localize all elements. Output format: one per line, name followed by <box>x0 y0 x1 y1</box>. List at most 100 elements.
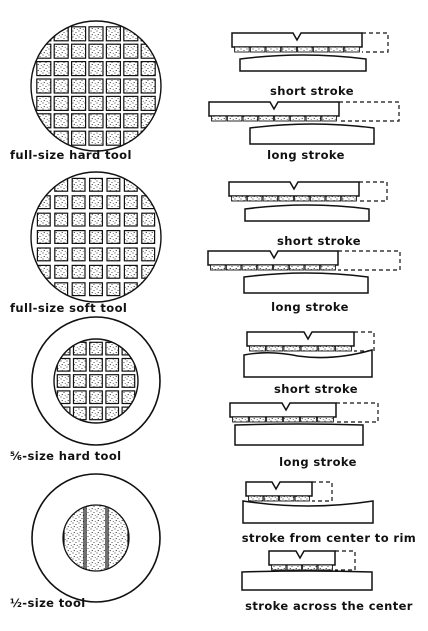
stroke-1a <box>231 32 389 72</box>
tool-tile <box>263 495 279 502</box>
tile-square <box>106 230 121 245</box>
tool-tile <box>242 115 259 122</box>
tile-square <box>106 282 121 297</box>
stroke-4b-tool <box>268 550 336 566</box>
tile-square <box>105 113 122 129</box>
tool-tile <box>312 46 329 53</box>
tile-square <box>71 195 86 210</box>
tool-tile <box>283 345 301 352</box>
tile-square <box>70 43 87 59</box>
tile-square <box>89 341 103 356</box>
tool-tile <box>320 264 336 271</box>
tools-layer <box>30 20 162 603</box>
tile-square <box>70 95 87 112</box>
tool-full-size-hard <box>30 20 162 152</box>
tool-tile <box>297 46 313 53</box>
tile-square <box>141 212 156 227</box>
stroke-2b-overhang <box>338 250 401 271</box>
tile-square <box>88 78 104 94</box>
stroke-2a-mirror <box>244 204 370 222</box>
tile-square <box>72 357 87 372</box>
tool-five-sixths-hard-rim <box>53 338 139 424</box>
tile-square <box>53 60 69 77</box>
tool-tile <box>304 264 321 271</box>
tile-square <box>105 43 122 59</box>
tool-tile <box>341 195 357 202</box>
tile-square <box>53 43 69 59</box>
tool-tile <box>300 345 318 352</box>
tile-square <box>123 247 138 262</box>
tile-square <box>54 212 69 227</box>
tile-square <box>89 374 103 388</box>
stroke-1b-overhang <box>339 101 400 122</box>
tile-square <box>121 374 136 388</box>
tile-square <box>36 130 52 146</box>
tile-square <box>106 195 121 210</box>
tile-square <box>123 264 138 279</box>
tile-square <box>54 264 69 279</box>
tile-square <box>105 374 120 388</box>
stroke-4a-mirror <box>242 500 374 524</box>
tool-tile <box>271 564 287 571</box>
tile-square <box>88 212 103 227</box>
tile-square <box>36 177 51 192</box>
tool-tile <box>249 345 267 352</box>
tool-tile <box>279 495 295 502</box>
tile-square <box>89 357 103 372</box>
tile-square <box>123 78 139 94</box>
tile-square <box>140 95 156 112</box>
tile-square <box>36 78 52 94</box>
tile-strip <box>85 505 107 571</box>
stroke-1b-tool <box>208 101 340 117</box>
tile-square <box>71 230 86 245</box>
tile-square <box>105 95 122 112</box>
stroke-2a-tool <box>228 181 360 197</box>
tool-tile <box>288 264 305 271</box>
tile-square <box>123 60 139 77</box>
tool-tile <box>246 195 263 202</box>
tile-square <box>36 60 52 77</box>
tool-full-size-soft-rim <box>30 171 162 303</box>
stroke-2b <box>207 250 401 294</box>
tool-full-size-hard-rim <box>30 20 162 152</box>
tile-strip <box>107 505 129 571</box>
stroke-3a-mirror <box>243 349 373 378</box>
tool-tile <box>317 416 334 423</box>
tile-square <box>88 26 104 42</box>
stroke-1b-mirror <box>249 123 375 145</box>
tile-square <box>140 26 156 42</box>
tool-five-sixths-hard <box>31 316 161 446</box>
tile-square <box>71 282 86 297</box>
tool-tile <box>334 345 352 352</box>
tile-square <box>88 177 103 192</box>
stroke-1a-overhang <box>362 32 389 53</box>
tool-tile <box>249 416 266 423</box>
tool-tile <box>265 46 282 53</box>
stroke-2a-overhang <box>359 181 388 202</box>
tile-square <box>71 247 86 262</box>
tile-square <box>141 230 156 245</box>
tile-square <box>53 78 69 94</box>
tile-square <box>53 113 69 129</box>
stroke-3a <box>243 331 375 378</box>
stroke-1a-mirror <box>239 54 367 72</box>
tile-square <box>36 95 52 112</box>
tile-square <box>36 212 51 227</box>
stroke-4a <box>242 481 374 524</box>
stroke-3b-mirror <box>234 423 364 446</box>
tool-tile <box>325 195 342 202</box>
tile-square <box>70 60 87 77</box>
stroke-3b <box>229 402 379 446</box>
tool-tile <box>294 495 310 502</box>
tile-square <box>88 264 103 279</box>
tool-half-size <box>31 473 161 603</box>
tile-square <box>36 26 52 42</box>
tile-square <box>140 60 156 77</box>
tile-square <box>70 113 87 129</box>
tool-tile <box>248 495 264 502</box>
tile-square <box>36 247 51 262</box>
tile-square <box>88 60 104 77</box>
tile-square <box>54 195 69 210</box>
tool-tile <box>286 564 302 571</box>
